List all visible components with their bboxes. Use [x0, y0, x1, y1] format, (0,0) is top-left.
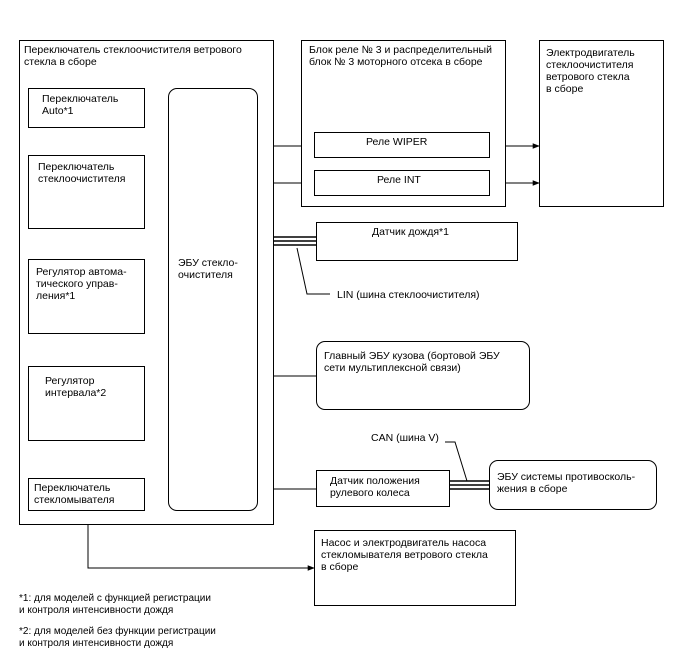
lin-bus-label: LIN (шина стеклоочистителя) — [337, 289, 480, 301]
steering-sensor-box — [316, 470, 450, 507]
wiper-relay-box — [314, 132, 490, 158]
washer-switch-box — [28, 478, 145, 511]
washer-switch-label: Переключатель стекломывателя — [34, 482, 115, 506]
int-relay-label: Реле INT — [377, 174, 421, 186]
precollision-ecu-label: ЭБУ системы противосколь- жения в сборе — [497, 471, 636, 495]
relay-block-title: Блок реле № 3 и распределительный блок №… — [309, 44, 492, 68]
wiper-ecu-label: ЭБУ стекло- очистителя — [178, 257, 238, 281]
interval-control-label: Регулятор интервала*2 — [45, 375, 107, 399]
rain-sensor-box — [316, 222, 518, 261]
wiper-ecu-box — [168, 88, 258, 511]
int-relay-box — [314, 170, 490, 196]
rain-sensor-label: Датчик дождя*1 — [372, 226, 449, 238]
switch-assembly-title: Переключатель стеклоочистителя ветрового… — [24, 44, 242, 68]
steering-sensor-label: Датчик положения рулевого колеса — [330, 475, 420, 499]
washer-pump-label: Насос и электродвигатель насоса стекломы… — [321, 537, 488, 573]
precollision-ecu-box — [489, 460, 657, 510]
can-bus-label: CAN (шина V) — [371, 432, 439, 444]
wiper-relay-label: Реле WIPER — [366, 136, 428, 148]
motor-box — [539, 40, 664, 207]
auto-control-box — [28, 259, 145, 334]
can-bus — [445, 441, 489, 490]
interval-control-box — [28, 366, 145, 441]
wiper-switch-label: Переключатель стеклоочистителя — [38, 161, 126, 185]
wiper-switch-box — [28, 155, 145, 229]
motor-label: Электродвигатель стеклоочистителя ветров… — [546, 47, 635, 95]
washer-pump-box — [314, 530, 516, 606]
main-body-ecu-box — [316, 341, 530, 410]
main-body-ecu-label: Главный ЭБУ кузова (бортовой ЭБУ сети му… — [324, 350, 500, 374]
footnote-2: *2: для моделей без функции регистрации … — [19, 626, 216, 649]
auto-switch-box — [28, 88, 145, 128]
arrow-washer-switch-to-pump — [87, 511, 315, 571]
footnote-1: *1: для моделей с функцией регистрации и… — [19, 593, 211, 616]
auto-switch-label: Переключатель Auto*1 — [42, 93, 119, 117]
auto-control-label: Регулятор автома- тического управ- ления… — [36, 266, 127, 302]
